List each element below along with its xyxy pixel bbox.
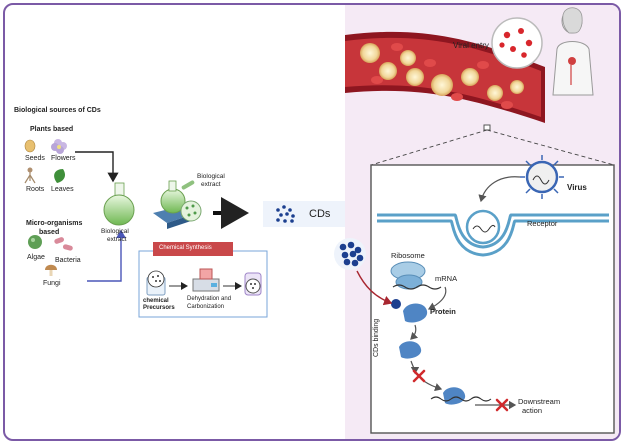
roots-label: Roots [26,186,45,193]
micro-title-line2: based [39,229,60,236]
test-tube-icon [181,180,195,190]
cd-product-beaker-icon [244,272,262,296]
virus-particle [520,155,564,199]
precursor-label-line2: Precursors [143,305,175,311]
protein-blobs [391,299,466,405]
endosome [465,209,501,245]
cell-membrane [377,213,609,257]
algae-icon [28,235,42,249]
fungi-icon [45,264,57,276]
seed-icon [24,139,36,153]
hotplate-icon [192,268,220,292]
plants-title: Plants based [30,126,74,133]
virus-particles [499,28,533,58]
inhibit-mark-2 [495,398,509,412]
bio-extract-right-line1: Biological [197,173,225,180]
mechanism-box [370,164,615,434]
chemical-synthesis-title: Chemical Synthesis [159,245,212,251]
virus-label: Virus [567,183,587,192]
downstream-label-line2: action [522,406,543,415]
cds-binding-label: CDs binding [373,318,380,357]
figure-frame: Biological sources of CDs Plants based S… [3,3,621,441]
bio-extract-left-line2: extract [107,236,127,243]
ribosome-label: Ribosome [391,251,425,260]
precursor-beaker-icon [146,270,166,296]
flower-icon [51,139,67,154]
downstream-label-line1: Downstream [518,397,561,406]
cd-dots-cluster [276,205,295,223]
flowers-label: Flowers [51,155,76,162]
cd-bound-dot [391,299,401,309]
cd-nanoparticles [334,238,366,270]
precursor-label-line1: chemical [143,298,169,304]
extraction-setup-icon [153,180,202,229]
diagram-canvas [24,5,619,439]
cds-product-label: CDs [309,208,331,220]
leaves-label: Leaves [51,186,74,193]
algae-label: Algae [27,254,45,261]
virus-zoom-circle [491,17,543,69]
flask-icon [103,182,135,226]
protein-label: Protein [430,307,456,316]
human-figure [552,7,594,96]
dehydration-label-line2: Carbonization [187,304,225,310]
leaf-icon [54,169,65,183]
mrna-label: mRNA [435,274,458,283]
receptor-label: Receptor [527,219,558,228]
sources-title: Biological sources of CDs [14,107,101,114]
fungi-label: Fungi [43,280,61,287]
root-icon [24,167,36,184]
bio-extract-left-line1: Biological [101,228,129,235]
bio-extract-right-line2: extract [201,181,221,188]
inhibit-mark-1 [412,369,426,383]
mrna-strand [392,284,442,290]
seeds-label: Seeds [25,155,45,162]
viral-entry-label: Viral entry [453,41,489,50]
bacteria-icon [54,237,73,251]
dehydration-label-line1: Dehydration and [187,296,232,302]
bacteria-label: Bacteria [55,257,81,264]
micro-title-line1: Micro-organisms [26,220,83,227]
chemical-synthesis-banner [153,242,233,256]
